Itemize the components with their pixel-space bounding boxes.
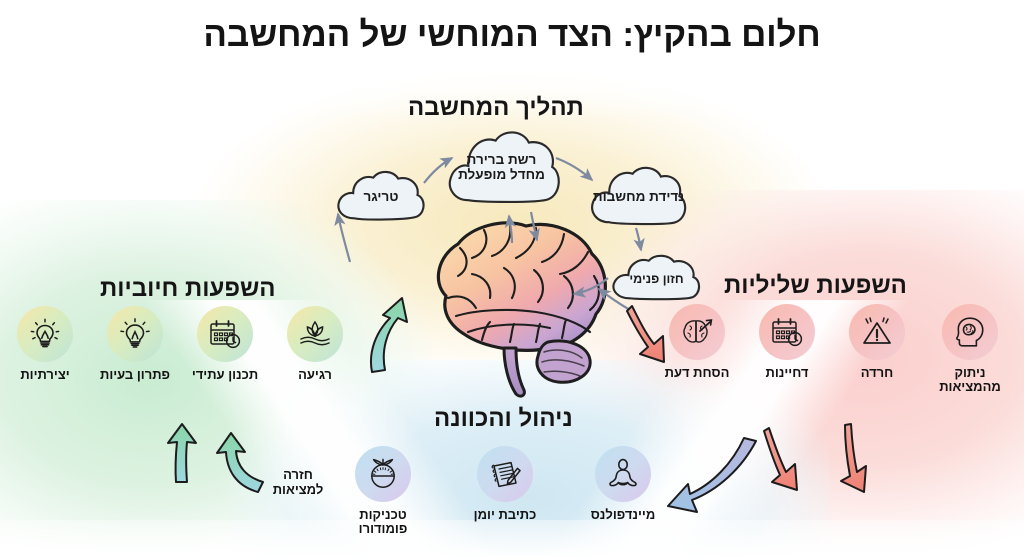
- negative-item-distraction[interactable]: הסחת דעת: [654, 304, 740, 380]
- cloud-label: חזון פנימי: [629, 272, 684, 286]
- background-fade-top: [0, 0, 1024, 120]
- management-item-label: כתיבת יומן: [473, 507, 537, 522]
- positive-item-label: תכנון עתידי: [191, 367, 259, 382]
- positive-item-label: פתרון בעיות: [99, 367, 171, 382]
- cloud-label: רשת ברירת מחדל מופעלת: [458, 151, 545, 182]
- cloud-shape: [337, 170, 425, 221]
- cloud-label: טריגר: [363, 189, 399, 205]
- negative-item-anxiety[interactable]: חרדה: [834, 304, 920, 380]
- management-item-label: טכניקות פומודורו: [358, 507, 408, 537]
- management-item-mindfulness[interactable]: מיינדפולנס: [580, 446, 666, 522]
- background-fade-bottom: [0, 520, 1024, 559]
- meditation-icon: [595, 446, 651, 502]
- section-heading-negative: השפעות שליליות: [724, 272, 907, 299]
- management-item-journaling[interactable]: כתיבת יומן: [462, 446, 548, 522]
- brain-illustration: [436, 221, 607, 398]
- calendar-clock-icon: [759, 304, 815, 360]
- warning-triangle-icon: [849, 304, 905, 360]
- page-title: חלום בהקיץ: הצד המוחשי של המחשבה: [203, 15, 821, 54]
- cloud-label: נדידת מחשבות: [592, 189, 685, 205]
- lotus-waves-icon: [287, 306, 343, 362]
- positive-item-future-planning[interactable]: תכנון עתידי: [182, 306, 268, 382]
- cloud-inner-vision: חזון פנימי: [608, 253, 705, 305]
- negative-item-label: ניתוק מהמציאות: [939, 365, 1001, 395]
- cloud-default-mode-network: רשת ברירת מחדל מופעלת: [443, 124, 560, 210]
- positive-item-label: יצירתיות: [20, 367, 70, 382]
- negative-item-label: הסחת דעת: [664, 365, 730, 380]
- cloud-trigger: טריגר: [333, 168, 429, 226]
- head-brain-icon: [942, 304, 998, 360]
- lightbulb-idea-icon: [107, 306, 163, 362]
- calendar-clock-icon: [197, 306, 253, 362]
- notebook-pen-icon: [477, 446, 533, 502]
- tomato-timer-icon: [355, 446, 411, 502]
- cloud-shape: [591, 166, 687, 226]
- lightbulb-icon: [17, 306, 73, 362]
- positive-item-relaxation[interactable]: רגיעה: [272, 306, 358, 382]
- positive-item-problem-solving[interactable]: פתרון בעיות: [92, 306, 178, 382]
- negative-item-procrastination[interactable]: דחיינות: [744, 304, 830, 380]
- management-item-label: מיינדפולנס: [590, 507, 656, 522]
- cloud-mind-wandering: נדידת מחשבות: [586, 164, 691, 230]
- annotation-return-to-reality: חזרה למציאות: [272, 467, 324, 497]
- brain-arrow-icon: [669, 304, 725, 360]
- negative-item-label: חרדה: [860, 365, 894, 380]
- section-heading-management: ניהול והכוונה: [434, 405, 573, 432]
- negative-item-detachment[interactable]: ניתוק מהמציאות: [922, 304, 1018, 395]
- positive-item-creativity[interactable]: יצירתיות: [2, 306, 88, 382]
- management-item-pomodoro[interactable]: טכניקות פומודורו: [340, 446, 426, 537]
- negative-item-label: דחיינות: [765, 365, 809, 380]
- section-heading-process: תהליך המחשבה: [408, 94, 584, 121]
- cloud-shape: [612, 254, 701, 301]
- positive-item-label: רגיעה: [298, 367, 332, 382]
- section-heading-positive: השפעות חיוביות: [100, 275, 276, 302]
